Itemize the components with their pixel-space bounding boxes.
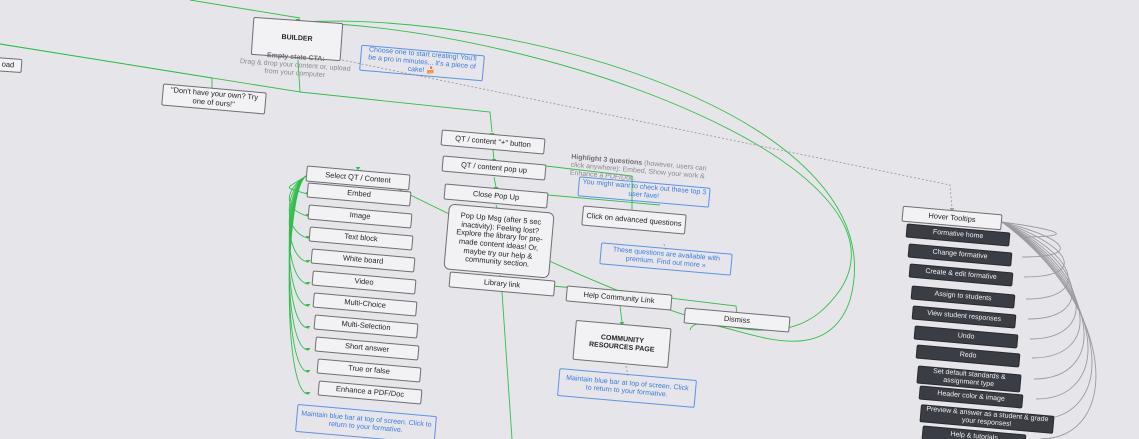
connector-library-down <box>501 291 513 439</box>
connector-close-right <box>547 194 661 206</box>
connector-top-to-builder <box>189 0 301 19</box>
connector-premium-note <box>663 243 667 251</box>
arrowhead-qt-item-6 <box>305 326 311 329</box>
fan-to-tooltip-item-9 <box>1001 221 1093 420</box>
connector-to-dont-have <box>0 43 213 90</box>
connector-button-to-popup <box>492 149 495 161</box>
arrowhead-qt-item-3 <box>305 260 311 263</box>
arrowhead-qt-item-9 <box>305 392 311 395</box>
arrowhead-qt-item-8 <box>305 370 311 373</box>
fan-to-tooltip-item-7 <box>1001 221 1085 380</box>
upload-node-partial[interactable]: oad <box>0 57 23 73</box>
fan-to-tooltip-item-10 <box>1001 221 1097 439</box>
empty-state-body: Drag & drop your content or, upload from… <box>239 58 351 80</box>
connector-community-note <box>625 365 629 377</box>
arrowhead-qt-item-4 <box>305 282 311 285</box>
fan-to-tooltip-item-3 <box>1001 221 1069 300</box>
connector-help-to-community <box>619 305 623 323</box>
popup-msg-node[interactable]: Pop Up Msg (after 5 sec inactivity): Fee… <box>443 203 555 279</box>
arrowhead-qt-item-5 <box>305 304 311 307</box>
fan-to-tooltip-item-8 <box>1001 221 1089 400</box>
fan-to-qt-item-9 <box>288 175 308 395</box>
connector-popup-to-advanced <box>545 165 633 210</box>
connector-popup-to-close <box>493 176 497 188</box>
connector-to-qt-button <box>299 91 493 133</box>
fan-to-tooltip-item-2 <box>1001 221 1065 278</box>
loop-dismiss-to-builder <box>299 20 855 342</box>
connector-builder-to-tooltips <box>341 59 953 209</box>
arrowhead-select <box>355 167 361 170</box>
arrowhead-qt-item-7 <box>305 348 311 351</box>
community-resources-page-node[interactable]: COMMUNITY RESOURCES PAGE <box>572 319 672 369</box>
